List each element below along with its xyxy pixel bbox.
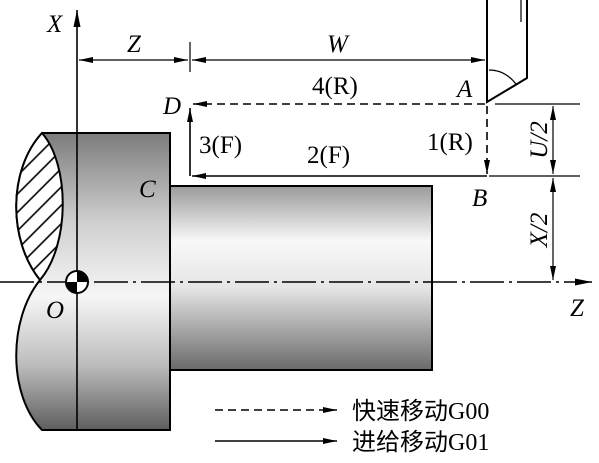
tool-body — [486, 0, 528, 104]
x-half-label: X/2 — [526, 213, 553, 249]
point-a-label: A — [455, 76, 473, 103]
move-2-label: 2(F) — [307, 142, 350, 169]
cutting-tool — [486, 0, 528, 104]
origin-label: O — [46, 297, 64, 324]
legend-rapid-label: 快速移动G00 — [352, 398, 489, 425]
tool-nose-arc — [488, 69, 517, 85]
move-1-label: 1(R) — [427, 129, 473, 156]
x-axis-label: X — [46, 11, 64, 38]
u-half-label: U/2 — [526, 121, 553, 159]
origin-symbol — [65, 270, 89, 294]
point-b-label: B — [472, 185, 487, 212]
z-axis-label: Z — [570, 295, 585, 322]
z-dimension-label: Z — [127, 31, 142, 58]
legend: 快速移动G00 进给移动G01 — [215, 398, 489, 456]
move-3-label: 3(F) — [199, 132, 242, 159]
move-4-label: 4(R) — [312, 73, 358, 100]
point-d-label: D — [162, 93, 181, 120]
section-hatch — [15, 131, 64, 282]
point-c-label: C — [139, 176, 156, 203]
legend-feed-label: 进给移动G01 — [352, 429, 489, 456]
workpiece — [15, 131, 433, 431]
workpiece-small-cylinder — [169, 185, 433, 371]
w-dimension-label: W — [327, 31, 350, 58]
